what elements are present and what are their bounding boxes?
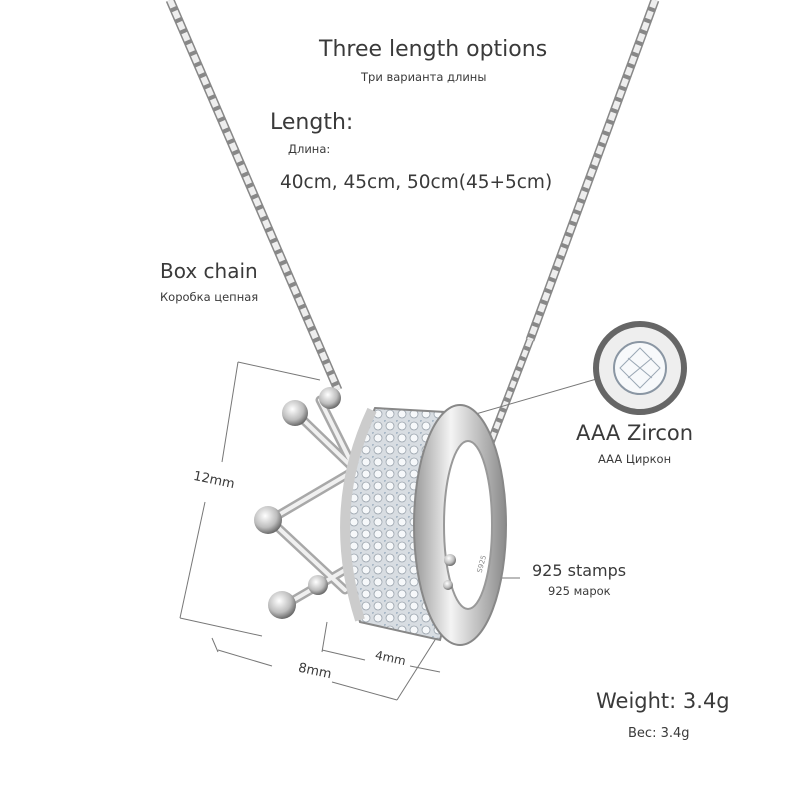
stone-label-en: AAA Zircon — [576, 421, 694, 445]
chain-label-ru: Коробка цепная — [160, 290, 259, 304]
length-values: 40cm, 45cm, 50cm(45+5cm) — [280, 172, 553, 193]
chain-label-en: Box chain — [160, 259, 258, 283]
weight-label-ru: Вес: 3.4g — [628, 726, 690, 741]
length-label-en: Length: — [270, 110, 354, 135]
stamp-label-en: 925 stamps — [532, 561, 627, 580]
headline-en: Three length options — [319, 37, 548, 62]
length-label-ru: Длина: — [288, 142, 331, 156]
crown-pendant — [254, 387, 507, 646]
stamp-label-ru: 925 марок — [548, 584, 611, 598]
stone-label-ru: AAA Циркон — [598, 452, 672, 466]
zircon-closeup — [593, 321, 687, 415]
headline-ru: Три варианта длины — [361, 70, 487, 84]
weight-label-en: Weight: 3.4g — [596, 689, 730, 713]
